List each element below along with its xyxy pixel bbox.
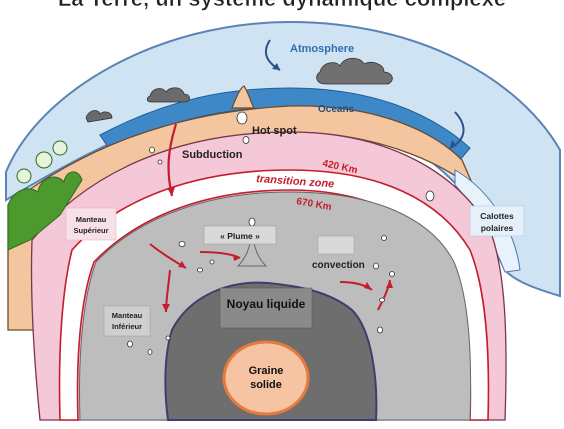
calottes-label: Calottes	[480, 211, 514, 221]
subduction-label: Subduction	[182, 149, 243, 161]
noyau-liquide-label: Noyau liquide	[227, 297, 306, 311]
diagram-title: La Terre, un système dynamique complexe	[58, 0, 506, 11]
atmosphere-label: Atmosphere	[290, 43, 354, 55]
manteau-superieur-label: Manteau	[76, 215, 107, 224]
calottes-label: polaires	[481, 223, 514, 233]
oceans-label: Oceans	[318, 104, 355, 115]
inner-core	[224, 342, 308, 414]
graine-solide-label: solide	[250, 379, 282, 391]
plume-label: « Plume »	[220, 231, 260, 241]
manteau-superieur-label: Supérieur	[73, 226, 108, 235]
convection-label: convection	[312, 260, 365, 271]
convection-box	[318, 236, 354, 254]
manteau-superieur-box	[66, 208, 116, 240]
hot-spot-label: Hot spot	[252, 125, 297, 137]
graine-solide-label: Graine	[249, 365, 284, 377]
manteau-inferieur-label: Manteau	[112, 311, 143, 320]
manteau-inferieur-label: Inférieur	[112, 322, 142, 331]
